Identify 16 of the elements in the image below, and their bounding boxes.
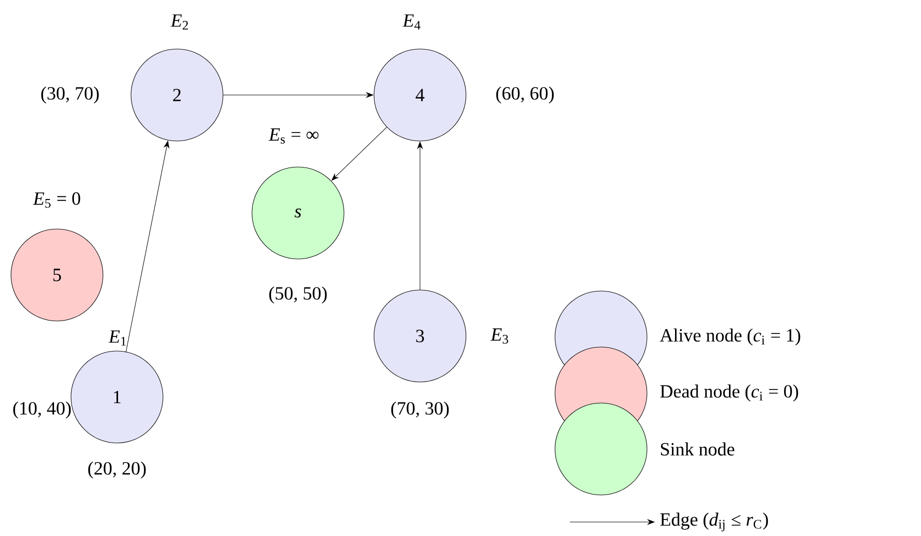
legend-label: Alive node (c$_{i}$ = 1) <box>660 328 800 346</box>
legend-label: Sink node <box>660 442 734 456</box>
energy-label: E$_{4}$ <box>402 14 420 30</box>
energy-label: E$_{s}$ = ∞ <box>268 128 318 144</box>
coordinate-label: (20, 20) <box>88 462 146 478</box>
energy-label: E$_{5}$ = 0 <box>32 192 80 208</box>
legend-label: Edge (d$_{ij}$ ≤ r$_{C}$) <box>660 512 768 532</box>
legend-label: Dead node (c$_{i}$ = 0) <box>660 384 798 402</box>
coordinate-label: (70, 30) <box>391 402 449 418</box>
energy-label: E$_{3}$ <box>490 328 508 344</box>
coordinate-label: (30, 70) <box>41 86 99 104</box>
energy-label: E$_{1}$ <box>108 330 126 346</box>
coordinate-label: (60, 60) <box>496 86 554 104</box>
coordinate-label: (10, 40) <box>13 402 71 418</box>
energy-label: E$_{2}$ <box>170 14 188 30</box>
coordinate-label: (50, 50) <box>269 286 327 304</box>
